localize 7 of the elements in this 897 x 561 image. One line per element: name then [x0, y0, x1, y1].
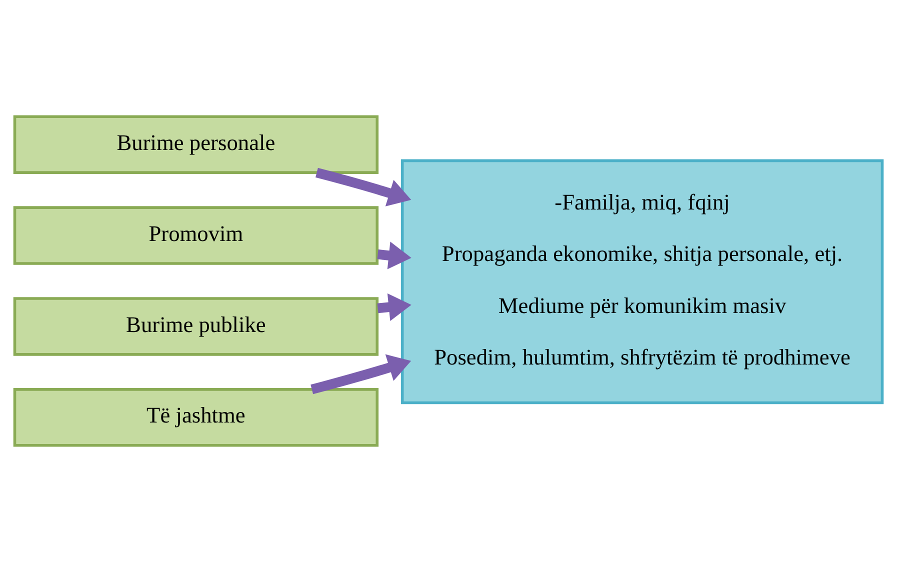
node-box: Burime personale — [13, 114, 379, 174]
node-box: -Familja, miq, fqinj Propaganda ekonomike, shitja personale, etj. Mediume për komunikim masiv Posedim, hulumtim, shfrytëzim të prodhimeve — [400, 158, 884, 404]
arrow — [377, 241, 412, 269]
arrow — [377, 292, 412, 320]
node-box: Promovim — [13, 206, 379, 264]
node-box: Të jashtme — [13, 388, 379, 446]
node-box: Burime publike — [13, 296, 379, 356]
